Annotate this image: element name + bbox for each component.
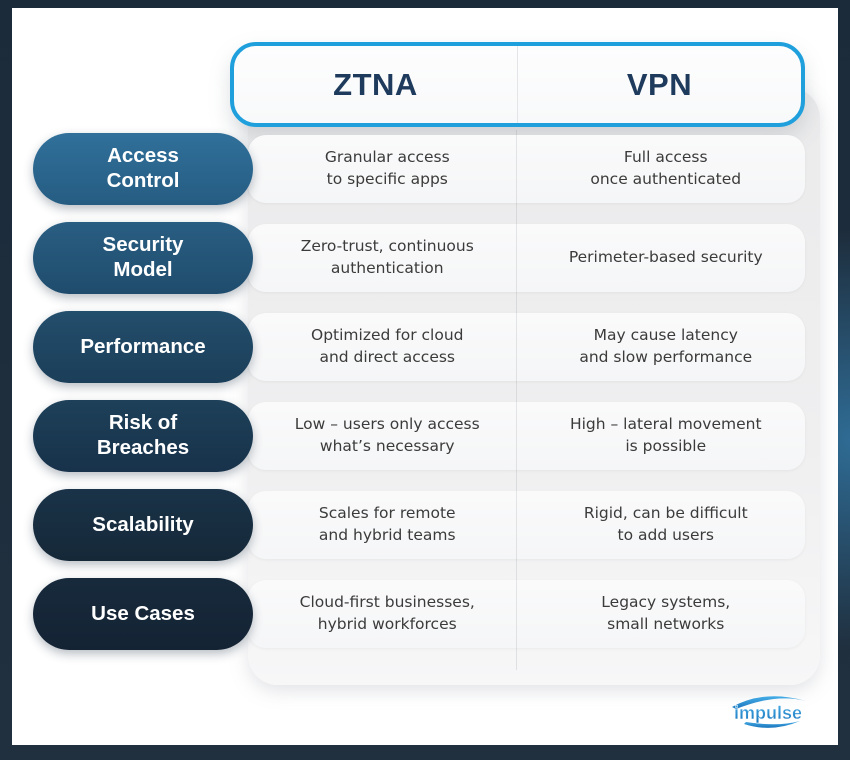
vpn-cell-risk-of-breaches: High – lateral movement is possible — [569, 415, 762, 455]
row-cells: Low – users only access what’s necessary… — [248, 402, 805, 470]
logo-bottom-swoosh — [744, 721, 800, 728]
row-label-scalability: Scalability — [33, 489, 253, 561]
ztna-cell-access-control: Granular access to specific apps — [324, 148, 450, 188]
vpn-cell-performance: May cause latency and slow performance — [579, 326, 753, 366]
comparison-header: ZTNA VPN — [230, 42, 805, 127]
table-row: Granular access to specific apps Full ac… — [12, 133, 850, 205]
ztna-cell-use-cases: Cloud-first businesses, hybrid workforce… — [299, 593, 475, 633]
header-divider — [517, 46, 518, 123]
vpn-cell-scalability: Rigid, can be difficult to add users — [583, 504, 748, 544]
ztna-cell-security-model: Zero-trust, continuous authentication — [300, 237, 474, 277]
row-label-security-model: Security Model — [33, 222, 253, 294]
vpn-cell-use-cases: Legacy systems, small networks — [601, 593, 731, 633]
impulse-logo: impulse — [732, 696, 806, 728]
table-row: Low – users only access what’s necessary… — [12, 400, 850, 472]
logo-text: impulse — [734, 703, 802, 723]
row-cells: Granular access to specific apps Full ac… — [248, 135, 805, 203]
table-row: Optimized for cloud and direct access Ma… — [12, 311, 850, 383]
table-row: Zero-trust, continuous authentication Pe… — [12, 222, 850, 294]
vpn-cell-security-model: Perimeter-based security — [568, 248, 763, 267]
row-cells: Scales for remote and hybrid teams Rigid… — [248, 491, 805, 559]
row-cells: Zero-trust, continuous authentication Pe… — [248, 224, 805, 292]
ztna-cell-scalability: Scales for remote and hybrid teams — [318, 504, 456, 544]
row-cells: Cloud-first businesses, hybrid workforce… — [248, 580, 805, 648]
row-cells: Optimized for cloud and direct access Ma… — [248, 313, 805, 381]
row-label-performance: Performance — [33, 311, 253, 383]
row-label-access-control: Access Control — [33, 133, 253, 205]
row-label-use-cases: Use Cases — [33, 578, 253, 650]
ztna-cell-risk-of-breaches: Low – users only access what’s necessary — [294, 415, 480, 455]
logo-top-swoosh — [732, 696, 806, 709]
ztna-cell-performance: Optimized for cloud and direct access — [311, 326, 464, 366]
row-label-risk-of-breaches: Risk of Breaches — [33, 400, 253, 472]
vpn-cell-access-control: Full access once authenticated — [590, 148, 742, 188]
table-row: Cloud-first businesses, hybrid workforce… — [12, 578, 850, 650]
infographic-canvas: ZTNA VPN Granular access to specific app… — [12, 8, 838, 745]
table-row: Scales for remote and hybrid teams Rigid… — [12, 489, 850, 561]
column-title-ztna: ZTNA — [333, 66, 418, 102]
column-divider-line — [516, 130, 517, 670]
column-title-vpn: VPN — [626, 66, 693, 102]
